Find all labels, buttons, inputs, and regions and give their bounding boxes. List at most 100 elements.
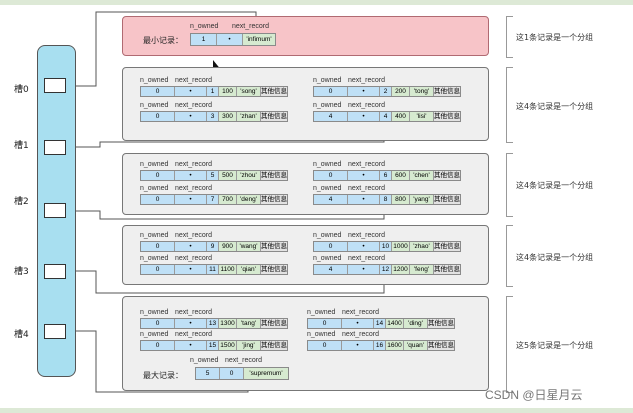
- top-border: [0, 0, 633, 5]
- name-cell: 'ding': [404, 319, 428, 328]
- group-note: 这1条记录是一个分组: [516, 33, 594, 42]
- key-cell: 6: [380, 171, 392, 180]
- value-cell: 300: [219, 112, 237, 121]
- value-cell: 1000: [392, 242, 410, 251]
- extra-info-cell: 其他信息: [261, 341, 287, 350]
- next-record-header: next_record: [342, 309, 379, 316]
- next-record-cell: 0: [220, 368, 244, 379]
- n-owned-cell: 0: [141, 319, 175, 328]
- extra-info-cell: 其他信息: [261, 112, 287, 121]
- key-cell: 4: [380, 112, 392, 121]
- next-record-header: next_record: [175, 232, 212, 239]
- name-cell: 'lisi': [410, 112, 434, 121]
- n-owned-header: n_owned: [140, 232, 169, 239]
- n-owned-header: n_owned: [313, 232, 342, 239]
- group-bracket: [506, 67, 513, 143]
- extra-info-cell: 其他信息: [434, 242, 460, 251]
- next-record-cell: •: [175, 195, 207, 204]
- slot-cell-1: [44, 140, 66, 155]
- value-cell: 1200: [392, 265, 410, 274]
- key-cell: 8: [380, 195, 392, 204]
- extra-info-cell: 其他信息: [261, 319, 287, 328]
- slot-label: 槽3: [14, 267, 29, 277]
- n-owned-cell: 0: [314, 87, 348, 96]
- value-cell: 800: [392, 195, 410, 204]
- group-note: 这4条记录是一个分组: [516, 253, 594, 262]
- next-record-header: next_record: [348, 255, 385, 262]
- min-record-label: 最小记录：: [143, 36, 183, 45]
- value-cell: 100: [219, 87, 237, 96]
- next-record-header: next_record: [348, 185, 385, 192]
- group-note: 这4条记录是一个分组: [516, 102, 594, 111]
- value-cell: 500: [219, 171, 237, 180]
- n-owned-header: n_owned: [140, 77, 169, 84]
- value-cell: 900: [219, 242, 237, 251]
- next-record-cell: •: [175, 341, 207, 350]
- name-cell: 'wang': [237, 242, 261, 251]
- group-bracket: [506, 16, 513, 58]
- next-record-cell: •: [342, 319, 374, 328]
- n-owned-cell: 4: [314, 112, 348, 121]
- extra-info-cell: 其他信息: [428, 319, 454, 328]
- next-record-cell: •: [342, 341, 374, 350]
- n-owned-cell: 4: [314, 265, 348, 274]
- key-cell: 10: [380, 242, 392, 251]
- n-owned-cell: 1: [191, 34, 217, 45]
- n-owned-header: n_owned: [140, 102, 169, 109]
- n-owned-header: n_owned: [190, 23, 219, 30]
- record-name-cell: 'supremum': [244, 368, 288, 379]
- n-owned-header: n_owned: [313, 77, 342, 84]
- next-record-cell: •: [175, 87, 207, 96]
- name-cell: 'quan': [404, 341, 428, 350]
- next-record-header: next_record: [175, 185, 212, 192]
- next-record-header: next_record: [225, 357, 262, 364]
- extra-info-cell: 其他信息: [261, 87, 287, 96]
- next-record-cell: •: [175, 171, 207, 180]
- next-record-cell: •: [175, 242, 207, 251]
- n-owned-cell: 0: [141, 112, 175, 121]
- n-owned-cell: 0: [141, 171, 175, 180]
- name-cell: 'zhao': [410, 242, 434, 251]
- extra-info-cell: 其他信息: [434, 265, 460, 274]
- key-cell: 11: [207, 265, 219, 274]
- record-group-3: [122, 225, 489, 285]
- value-cell: 600: [392, 171, 410, 180]
- next-record-cell: •: [175, 319, 207, 328]
- key-cell: 15: [207, 341, 219, 350]
- max-record-label: 最大记录：: [143, 371, 183, 380]
- next-record-header: next_record: [342, 331, 379, 338]
- next-record-cell: •: [348, 171, 380, 180]
- bottom-border: [0, 408, 633, 413]
- extra-info-cell: 其他信息: [434, 112, 460, 121]
- extra-info-cell: 其他信息: [434, 87, 460, 96]
- key-cell: 3: [207, 112, 219, 121]
- n-owned-cell: 4: [314, 195, 348, 204]
- name-cell: 'jing': [237, 341, 261, 350]
- watermark: CSDN @日星月云: [485, 388, 583, 402]
- name-cell: 'chen': [410, 171, 434, 180]
- n-owned-header: n_owned: [140, 331, 169, 338]
- n-owned-header: n_owned: [313, 255, 342, 262]
- name-cell: 'qian': [237, 265, 261, 274]
- n-owned-header: n_owned: [140, 185, 169, 192]
- slot-cell-3: [44, 264, 66, 279]
- group-bracket: [506, 153, 513, 217]
- next-record-header: next_record: [348, 161, 385, 168]
- extra-info-cell: 其他信息: [428, 341, 454, 350]
- n-owned-cell: 0: [141, 87, 175, 96]
- next-record-header: next_record: [232, 23, 269, 30]
- next-record-cell: •: [175, 265, 207, 274]
- value-cell: 1600: [386, 341, 404, 350]
- slot-label: 槽0: [14, 85, 29, 95]
- extra-info-cell: 其他信息: [434, 171, 460, 180]
- group-bracket: [506, 225, 513, 287]
- next-record-header: next_record: [175, 255, 212, 262]
- n-owned-cell: 0: [314, 171, 348, 180]
- next-record-header: next_record: [175, 331, 212, 338]
- extra-info-cell: 其他信息: [261, 195, 287, 204]
- n-owned-cell: 0: [141, 341, 175, 350]
- n-owned-header: n_owned: [140, 309, 169, 316]
- key-cell: 2: [380, 87, 392, 96]
- n-owned-header: n_owned: [307, 309, 336, 316]
- slot-cell-4: [44, 324, 66, 339]
